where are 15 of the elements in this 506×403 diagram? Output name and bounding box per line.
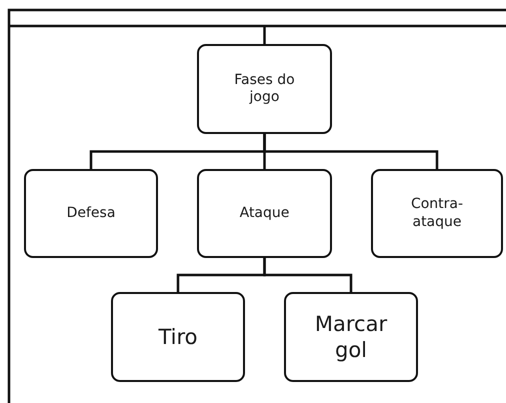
rounded-box (197, 169, 332, 258)
box-label: Fases do jogo (233, 72, 296, 106)
box-label: Tiro (158, 324, 198, 350)
rounded-box (371, 169, 503, 258)
box-label: Ataque (240, 204, 290, 222)
connector-line (263, 26, 266, 44)
box-label: Defesa (66, 204, 116, 222)
rounded-box (111, 292, 245, 382)
connector-line (263, 258, 352, 292)
rounded-box (197, 44, 332, 134)
connector-line (263, 134, 438, 169)
box-label: Marcar gol (314, 310, 388, 364)
rounded-box (24, 169, 158, 258)
box-label: Contra-ataque (410, 196, 464, 231)
rounded-box (284, 292, 418, 382)
